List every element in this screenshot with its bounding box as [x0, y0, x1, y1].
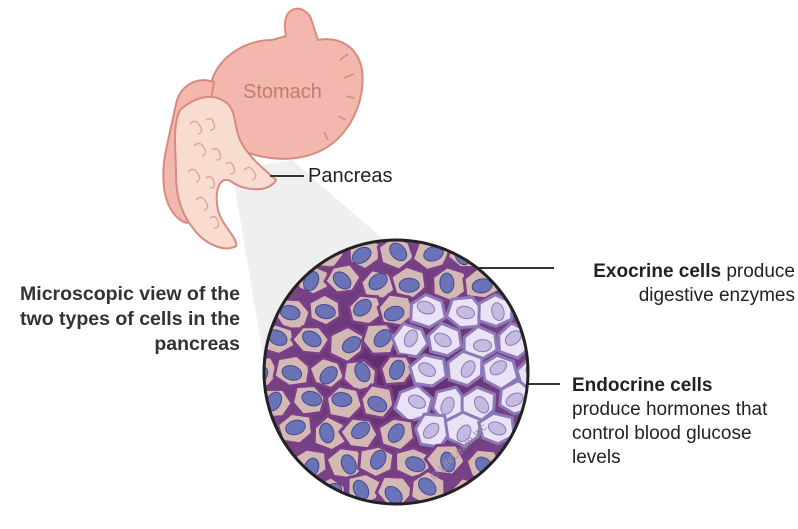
exocrine-nucleus — [406, 507, 430, 524]
exocrine-cell — [364, 506, 397, 525]
exocrine-cells-label: Exocrine cells produce digestive enzymes — [540, 260, 795, 308]
exocrine-nucleus — [403, 211, 420, 233]
exocrine-cell — [240, 357, 280, 387]
microscopic-view-caption: Microscopic view of the two types of cel… — [14, 282, 240, 357]
exocrine-cell — [398, 505, 434, 524]
stomach-label: Stomach — [243, 80, 322, 104]
exocrine-nucleus — [440, 273, 455, 293]
exocrine-nucleus — [522, 419, 546, 443]
exocrine-cell — [495, 441, 534, 475]
endocrine-nucleus — [473, 340, 491, 352]
exocrine-cell — [393, 209, 428, 239]
exocrine-nucleus — [399, 278, 419, 292]
endocrine-cells-description: produce hormones that control blood gluc… — [572, 398, 796, 470]
exocrine-nucleus — [248, 420, 267, 443]
endocrine-cells-term: Endocrine cells — [572, 374, 796, 398]
exocrine-cells-term: Exocrine cells — [593, 261, 721, 282]
exocrine-nucleus — [368, 513, 390, 524]
endocrine-cells-label: Endocrine cells produce hormones that co… — [572, 374, 796, 470]
pancreas-label: Pancreas — [308, 164, 393, 188]
